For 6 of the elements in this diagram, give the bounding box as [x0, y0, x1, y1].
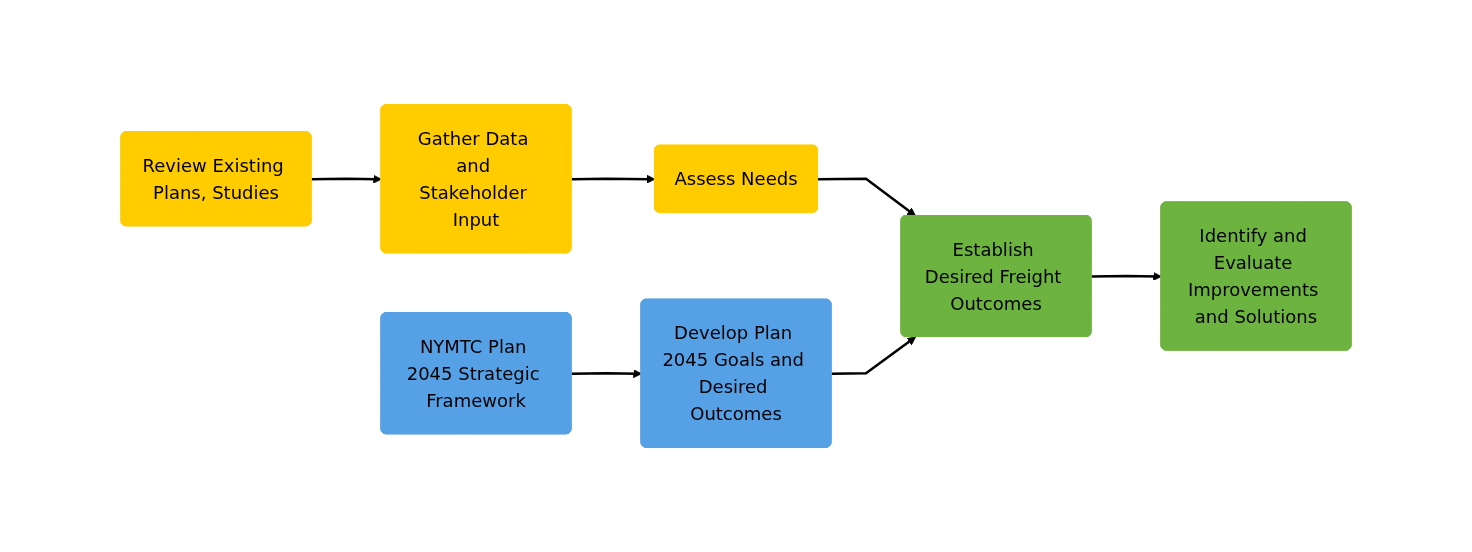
arrow — [311, 174, 382, 184]
arrow — [1091, 272, 1162, 281]
arrow — [571, 369, 642, 379]
arrow — [571, 174, 656, 184]
arrow — [831, 336, 917, 375]
arrow — [818, 177, 917, 217]
